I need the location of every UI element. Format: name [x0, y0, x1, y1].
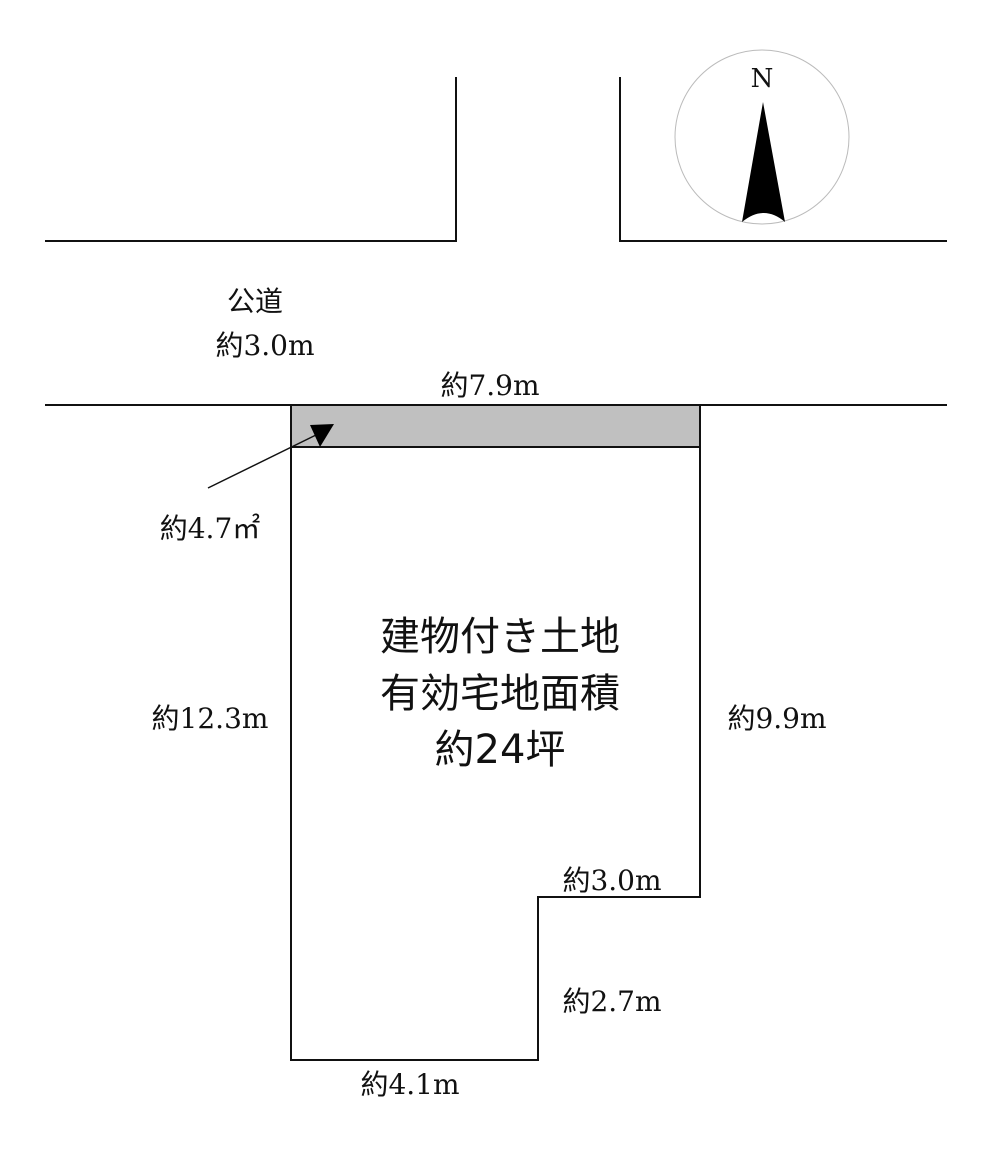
right-side-label: 約9.9m	[727, 702, 826, 735]
leader-line	[207, 433, 319, 489]
road-width-label: 約3.0m	[215, 329, 314, 362]
plot-title-line-2: 有効宅地面積	[380, 671, 620, 717]
plot-title-line-1: 建物付き土地	[380, 614, 620, 660]
road-edge-left-block	[45, 77, 457, 242]
arrowhead-icon	[310, 424, 334, 447]
notch-vertical-label: 約2.7m	[562, 985, 661, 1018]
road-label: 公道	[227, 285, 283, 318]
compass-icon: N	[674, 49, 850, 225]
setback-area	[290, 404, 701, 448]
setback-area-label: 約4.7㎡	[160, 512, 261, 545]
plot-outline	[290, 446, 701, 1061]
frontage-label: 約7.9m	[440, 369, 539, 402]
north-label: N	[751, 64, 774, 94]
bottom-side-label: 約4.1m	[360, 1068, 459, 1101]
left-side-label: 約12.3m	[152, 702, 269, 735]
road-edge-right-block	[619, 77, 947, 242]
plot-title-line-3: 約24坪	[435, 727, 566, 773]
notch-horizontal-label: 約3.0m	[562, 864, 661, 897]
north-arrow-icon	[742, 102, 785, 222]
